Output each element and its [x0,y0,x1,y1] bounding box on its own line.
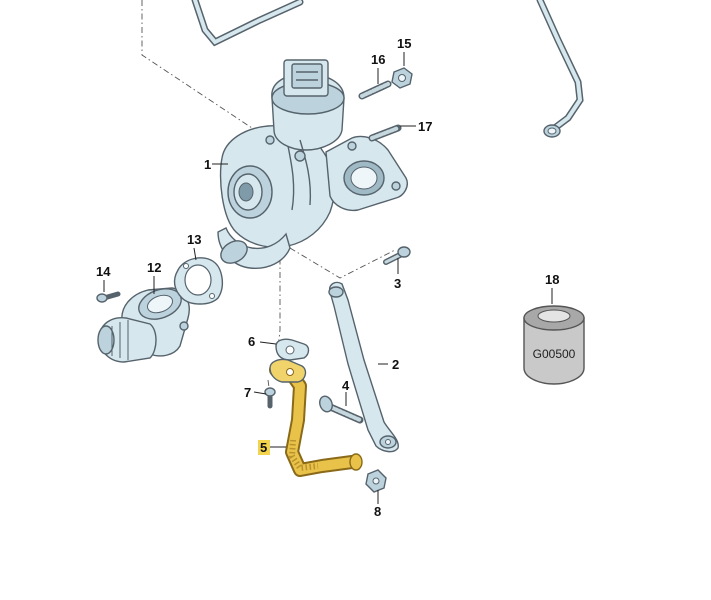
nut-15 [391,67,413,89]
callout-13: 13 [187,232,201,247]
callout-2: 2 [392,357,399,372]
callout-labels: 1 2 3 4 5 6 7 8 12 13 14 15 16 17 18 [96,36,559,519]
bolt-7 [264,387,276,409]
callout-8: 8 [374,504,381,519]
bolt-14 [96,291,121,303]
gasket-13 [173,257,224,305]
callout-18: 18 [545,272,559,287]
bolt-3 [383,246,411,265]
callout-3: 3 [394,276,401,291]
pipe-union-nut [543,124,561,138]
callout-6: 6 [248,334,255,349]
outlet-elbow-12 [97,287,190,363]
gasket-6 [275,338,310,361]
callout-15: 15 [397,36,411,51]
callout-7: 7 [244,385,251,400]
callout-16: 16 [371,52,385,67]
support-bracket-2 [328,281,399,453]
callout-14: 14 [96,264,111,279]
turbocharger [217,59,408,269]
stud-16 [358,80,392,100]
callout-12: 12 [147,260,161,275]
callout-5-highlight [258,440,270,455]
callout-5: 5 [260,440,267,455]
callout-1: 1 [204,157,211,172]
leader-lines [103,52,553,504]
union-8 [365,469,387,493]
callout-4: 4 [342,378,350,393]
stud-17 [368,124,402,142]
bolt-4 [319,395,364,424]
can-code-label: G00500 [533,347,576,361]
sealant-can-18: G00500 [523,305,585,385]
callout-17: 17 [418,119,432,134]
oil-return-pipe-5 [269,358,363,477]
oil-supply-pipe [191,0,584,138]
